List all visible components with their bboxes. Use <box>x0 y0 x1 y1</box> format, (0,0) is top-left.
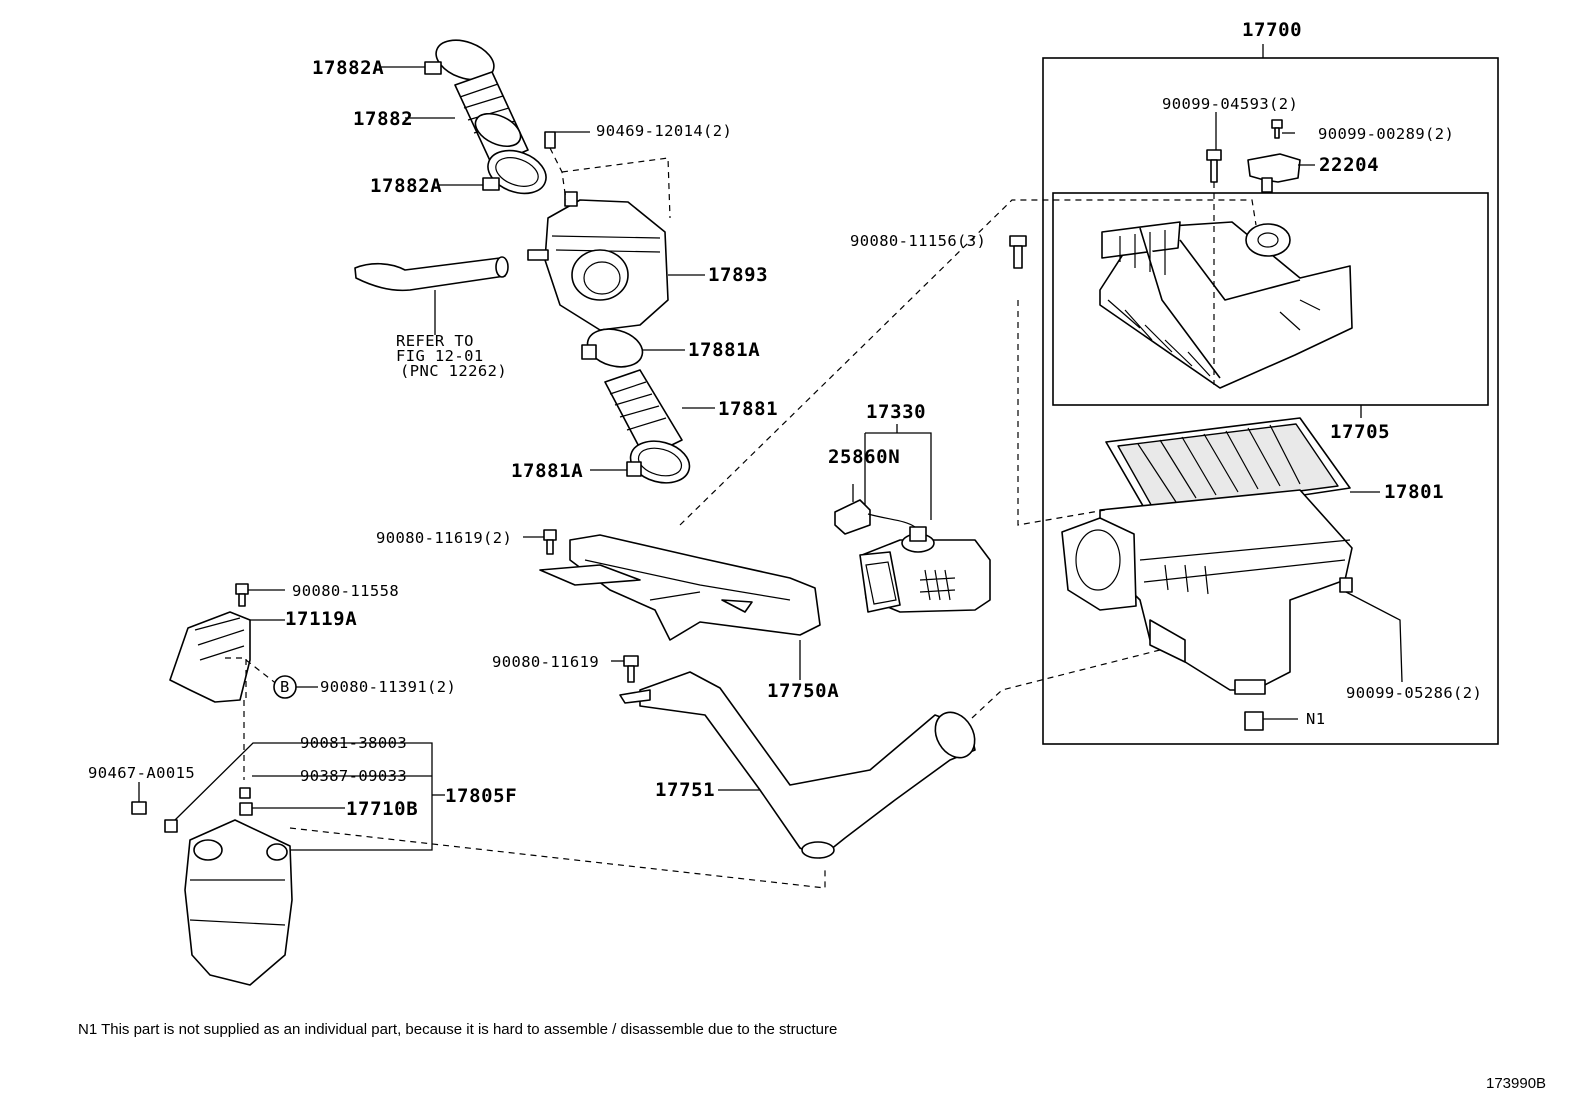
duct-17751 <box>619 671 976 859</box>
marker-b <box>273 675 318 699</box>
hose-17881 <box>581 328 715 484</box>
label-17881a-top: 17881A <box>688 339 760 361</box>
resonator-17805F <box>131 742 826 986</box>
sensor-22204 <box>1247 153 1315 193</box>
label-90080-11156: 90080-11156(3) <box>850 232 986 250</box>
label-22204: 22204 <box>1319 154 1379 176</box>
labels: 17700 17882A 17882 17882A 90469-12014(2)… <box>78 19 1546 1092</box>
assembly-17705-box <box>1052 192 1489 406</box>
assembly-17700-box <box>1042 57 1499 745</box>
label-b-marker: B <box>280 678 290 696</box>
label-17893: 17893 <box>708 264 768 286</box>
label-17882a-top: 17882A <box>312 57 384 79</box>
label-n1: N1 <box>1306 710 1325 728</box>
bolt-90099-00289 <box>1271 119 1295 139</box>
label-refer-3: (PNC 12262) <box>400 362 507 380</box>
label-25860n: 25860N <box>828 446 900 468</box>
label-90467-a0015: 90467-A0015 <box>88 764 195 782</box>
label-17751: 17751 <box>655 779 715 801</box>
label-90099-04593: 90099-04593(2) <box>1162 95 1298 113</box>
bolt-90080-11156 <box>1009 235 1027 269</box>
lower-case <box>1061 489 1403 731</box>
label-90080-11391: 90080-11391(2) <box>320 678 456 696</box>
label-17881: 17881 <box>718 398 778 420</box>
grommet-n1 <box>1244 711 1264 731</box>
label-17801: 17801 <box>1384 481 1444 503</box>
label-refer-1: REFER TO <box>396 332 474 350</box>
label-17330: 17330 <box>866 401 926 423</box>
label-90080-11619-2: 90080-11619(2) <box>376 529 512 547</box>
clip-90469-12014 <box>544 131 590 149</box>
label-17710b: 17710B <box>346 798 418 820</box>
label-17882a-bottom: 17882A <box>370 175 442 197</box>
label-17119a: 17119A <box>285 608 357 630</box>
label-17882: 17882 <box>353 108 413 130</box>
label-17750a: 17750A <box>767 680 839 702</box>
label-17805f: 17805F <box>445 785 517 807</box>
label-90099-05286: 90099-05286(2) <box>1346 684 1482 702</box>
label-90099-00289: 90099-00289(2) <box>1318 125 1454 143</box>
label-90387-09033: 90387-09033 <box>300 767 407 785</box>
hose-17882 <box>380 39 547 195</box>
hose-refer-fig-12-01 <box>354 256 509 335</box>
resonator-17893 <box>527 147 705 331</box>
duct-17750A <box>539 534 821 680</box>
label-17881a-bottom: 17881A <box>511 460 583 482</box>
label-17705: 17705 <box>1330 421 1390 443</box>
label-90080-11619: 90080-11619 <box>492 653 599 671</box>
label-90469-12014: 90469-12014(2) <box>596 122 732 140</box>
label-17700: 17700 <box>1242 19 1302 41</box>
bolt-90080-11619-2 <box>523 529 557 555</box>
figure-id: 173990B <box>1486 1075 1546 1092</box>
bolt-90099-04593 <box>1206 112 1222 385</box>
label-90080-11558: 90080-11558 <box>292 582 399 600</box>
label-90081-38003: 90081-38003 <box>300 734 407 752</box>
footnote: N1 This part is not supplied as an indiv… <box>78 1021 837 1038</box>
sensor-17330 <box>834 424 991 613</box>
assembly-17700-group <box>1042 44 1499 745</box>
bracket-17119A <box>169 583 285 780</box>
bolt-90080-11619 <box>611 655 639 683</box>
label-refer-2: FIG 12-01 <box>396 347 484 365</box>
upper-case-17705 <box>1099 221 1353 389</box>
